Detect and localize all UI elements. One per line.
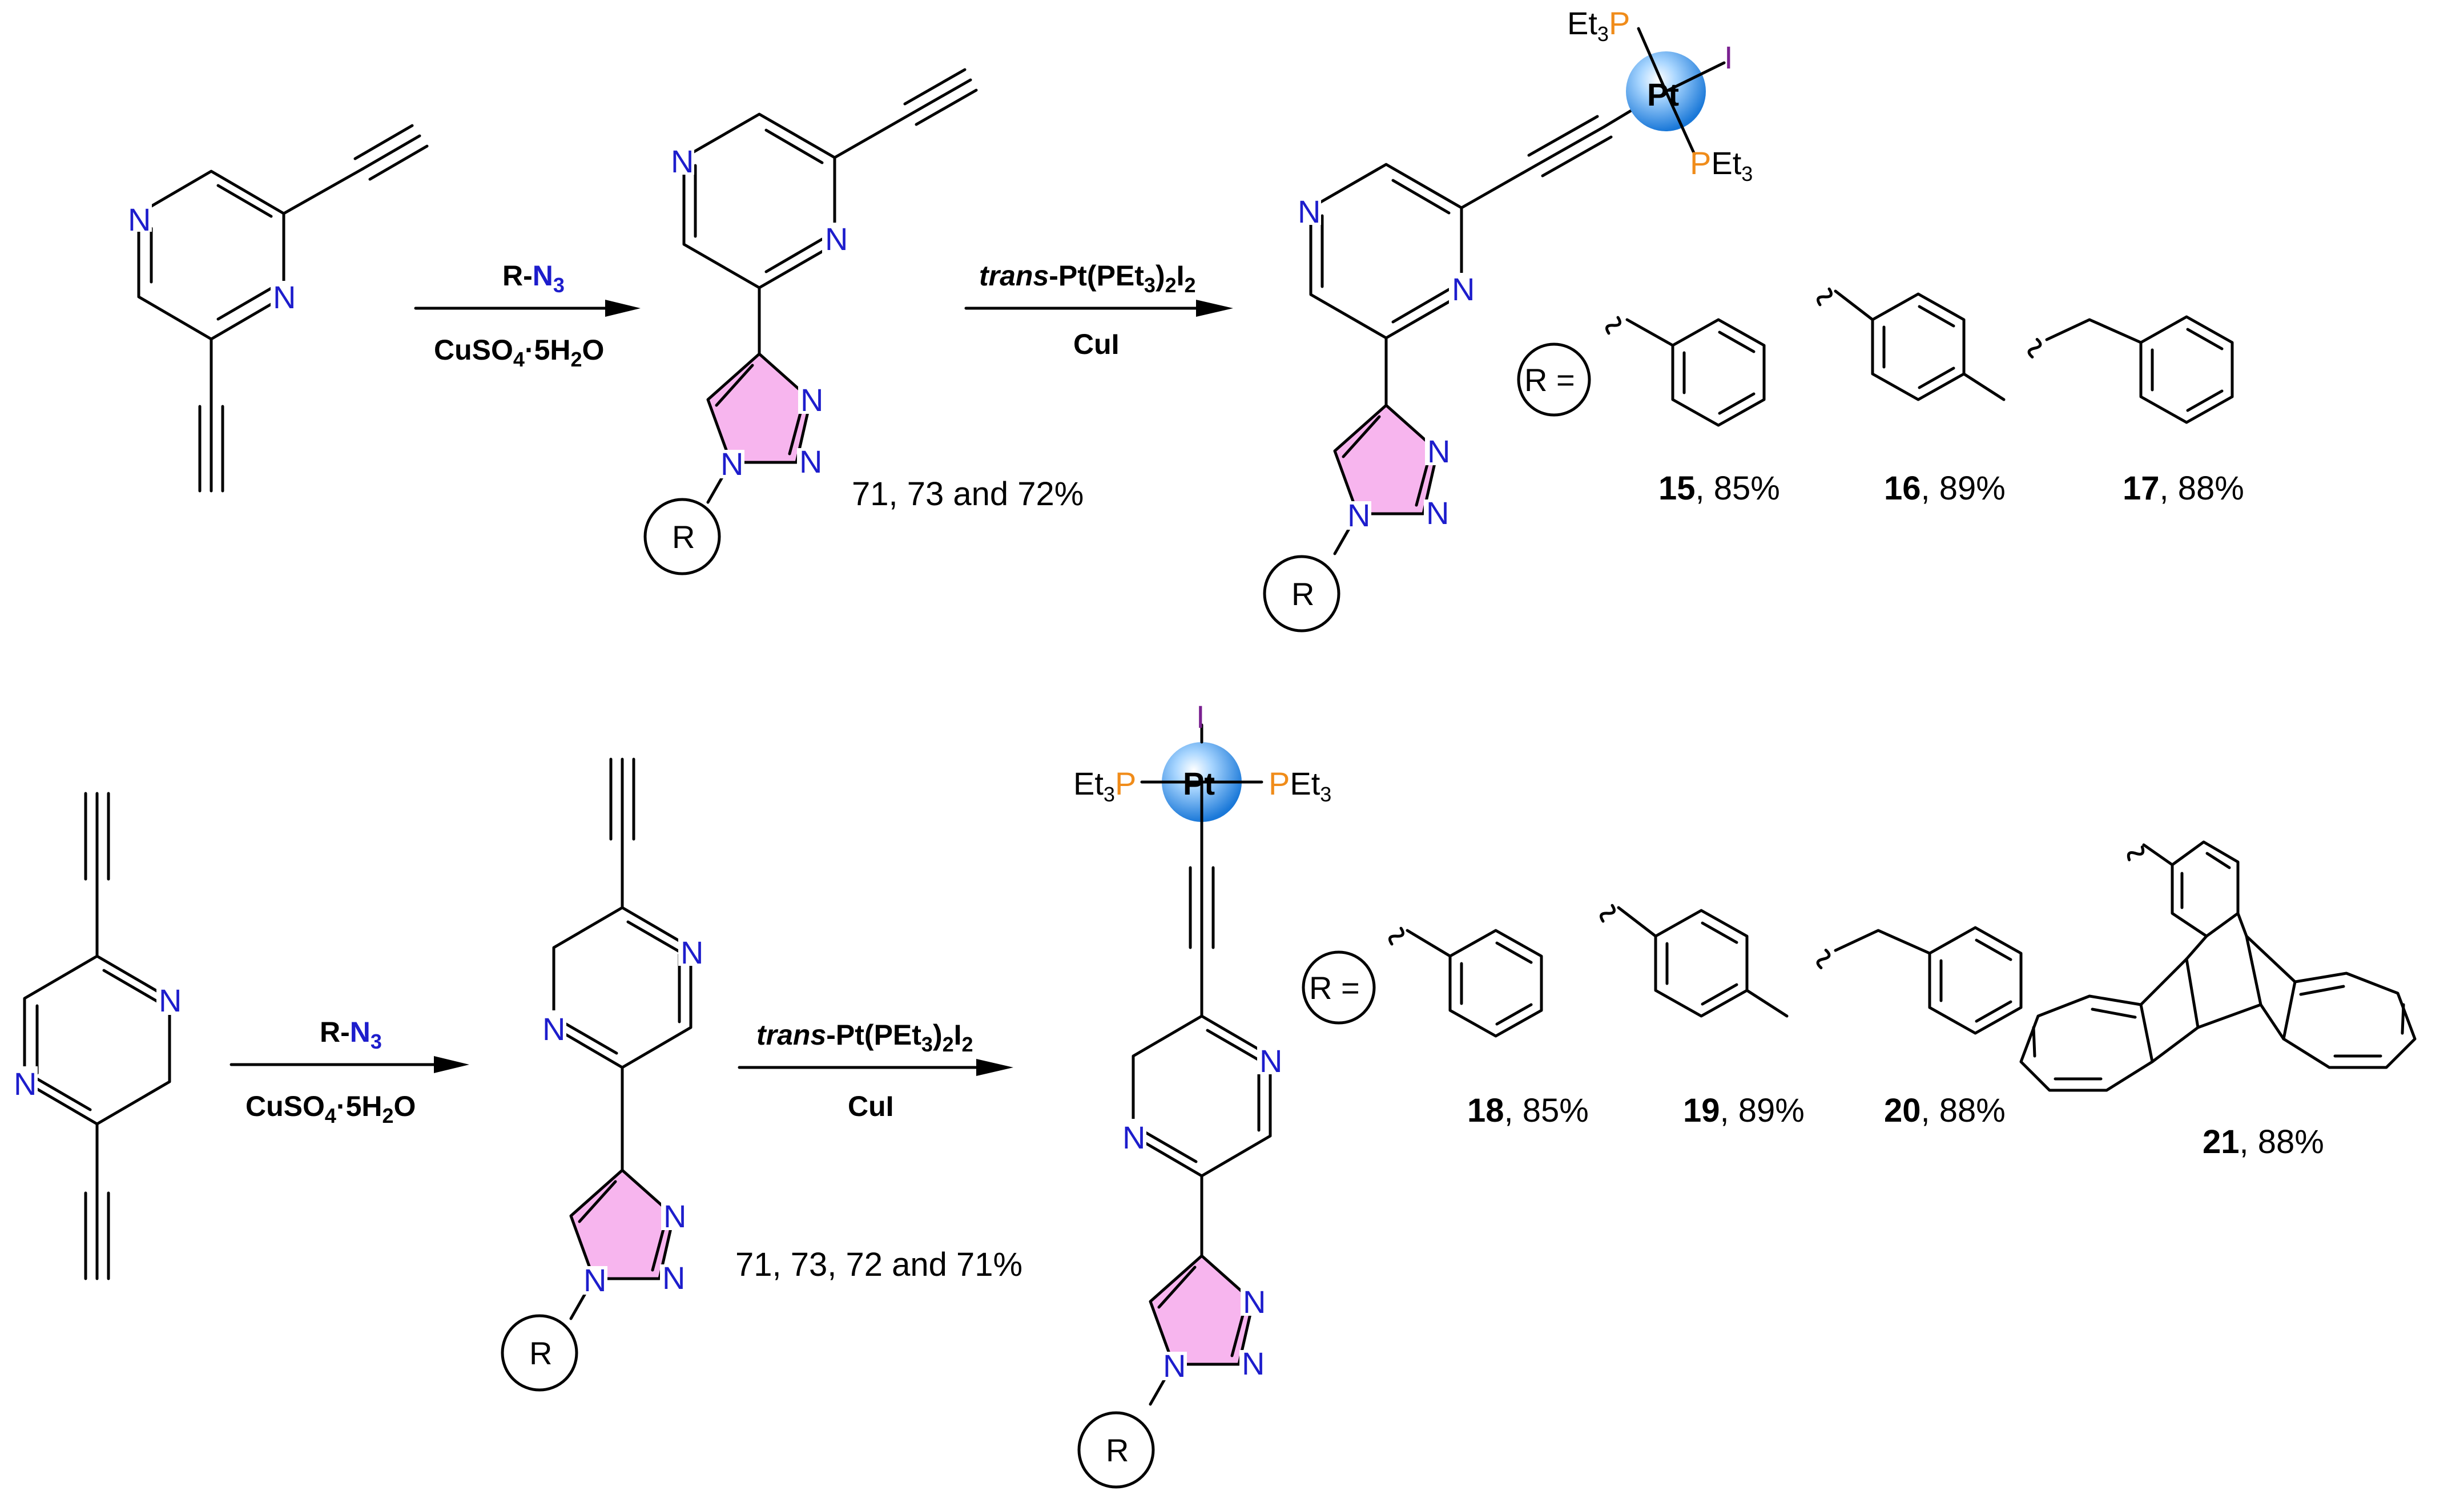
n-atom: N: [159, 982, 182, 1018]
reaction-arrow-2-top: trans-Pt(PEt3)2I2 CuI: [964, 260, 1233, 360]
n-atom: N: [1243, 1284, 1266, 1320]
n-atom: N: [1427, 433, 1450, 469]
pet3-ligand-lower: PEt3: [1690, 145, 1753, 186]
r-group-label: R: [672, 519, 695, 555]
n-atom: N: [1426, 495, 1449, 531]
product-bottom: I Pt Et3P PEt3 N N N N N R: [1073, 699, 1331, 1489]
r-group-label: R: [529, 1335, 552, 1371]
r-group-label: R: [1291, 576, 1314, 612]
n-atom: N: [542, 1011, 565, 1047]
reagent-azide: R-N3: [320, 1016, 382, 1053]
pet3-ligand-left: Et3P: [1073, 765, 1136, 806]
reagent-pt-complex: trans-Pt(PEt3)2I2: [756, 1019, 973, 1056]
n-atom: N: [1259, 1043, 1282, 1079]
n-atom: N: [1298, 194, 1320, 229]
reaction-arrow-1-bottom: R-N3 CuSO4·5H2O: [230, 1016, 469, 1127]
start-material-top: N N: [126, 124, 429, 493]
intermediate-yield-top: 71, 73 and 72%: [852, 475, 1084, 513]
pet3-ligand-right: PEt3: [1269, 765, 1331, 806]
pt-atom: Pt: [1647, 76, 1679, 112]
n-atom: N: [1122, 1119, 1145, 1155]
intermediate-yield-bottom: 71, 73, 72 and 71%: [735, 1246, 1022, 1283]
r-group-label: R: [1106, 1432, 1129, 1468]
product-label: 18, 85%: [1467, 1092, 1589, 1129]
intermediate-bottom: N N N N N R: [501, 757, 704, 1392]
r-definition-bottom: R = 18, 85% 19, 89% 20, 88%: [1302, 840, 2417, 1160]
n-atom: N: [1242, 1345, 1265, 1381]
n-atom: N: [671, 143, 694, 179]
product-label: 21, 88%: [2203, 1123, 2324, 1160]
n-atom: N: [583, 1262, 606, 1298]
cocatalyst-cui: CuI: [1073, 328, 1120, 360]
product-top: Pt Et3P I PEt3 N N N N N R: [1263, 5, 1753, 632]
n-atom: N: [14, 1066, 37, 1102]
product-label: 16, 89%: [1884, 470, 2006, 507]
reagent-pt-complex: trans-Pt(PEt3)2I2: [979, 260, 1196, 297]
n-atom: N: [273, 279, 296, 315]
n-atom: N: [1163, 1348, 1186, 1384]
iodide-ligand: I: [1724, 39, 1733, 75]
product-label: 20, 88%: [1884, 1092, 2006, 1129]
start-material-bottom: N N: [11, 792, 183, 1280]
pt-atom: Pt: [1183, 765, 1215, 801]
catalyst-cuso4: CuSO4·5H2O: [434, 334, 604, 371]
reagent-azide: R-N3: [502, 260, 565, 297]
n-atom: N: [128, 202, 151, 237]
n-atom: N: [825, 221, 848, 257]
cocatalyst-cui: CuI: [848, 1090, 894, 1122]
reaction-arrow-1-top: R-N3 CuSO4·5H2O: [414, 260, 641, 371]
n-atom: N: [681, 934, 703, 970]
pet3-ligand-upper: Et3P: [1567, 5, 1630, 46]
product-label: 19, 89%: [1683, 1092, 1805, 1129]
n-atom: N: [720, 446, 743, 482]
n-atom: N: [1347, 497, 1370, 533]
r-equals-label: R =: [1524, 362, 1575, 398]
r-definition-top: R = 15, 85% 16, 89% 17, 88%: [1517, 287, 2244, 507]
n-atom: N: [663, 1198, 686, 1234]
n-atom: N: [799, 444, 822, 479]
product-label: 15, 85%: [1658, 470, 1780, 507]
intermediate-top: N N N N N R: [643, 68, 978, 575]
n-atom: N: [800, 382, 823, 418]
n-atom: N: [1452, 271, 1475, 307]
reaction-arrow-2-bottom: trans-Pt(PEt3)2I2 CuI: [738, 1019, 1013, 1122]
r-equals-label: R =: [1309, 970, 1360, 1006]
catalyst-cuso4: CuSO4·5H2O: [245, 1090, 416, 1127]
n-atom: N: [662, 1260, 685, 1296]
iodide-ligand: I: [1196, 699, 1205, 735]
product-label: 17, 88%: [2123, 470, 2244, 507]
